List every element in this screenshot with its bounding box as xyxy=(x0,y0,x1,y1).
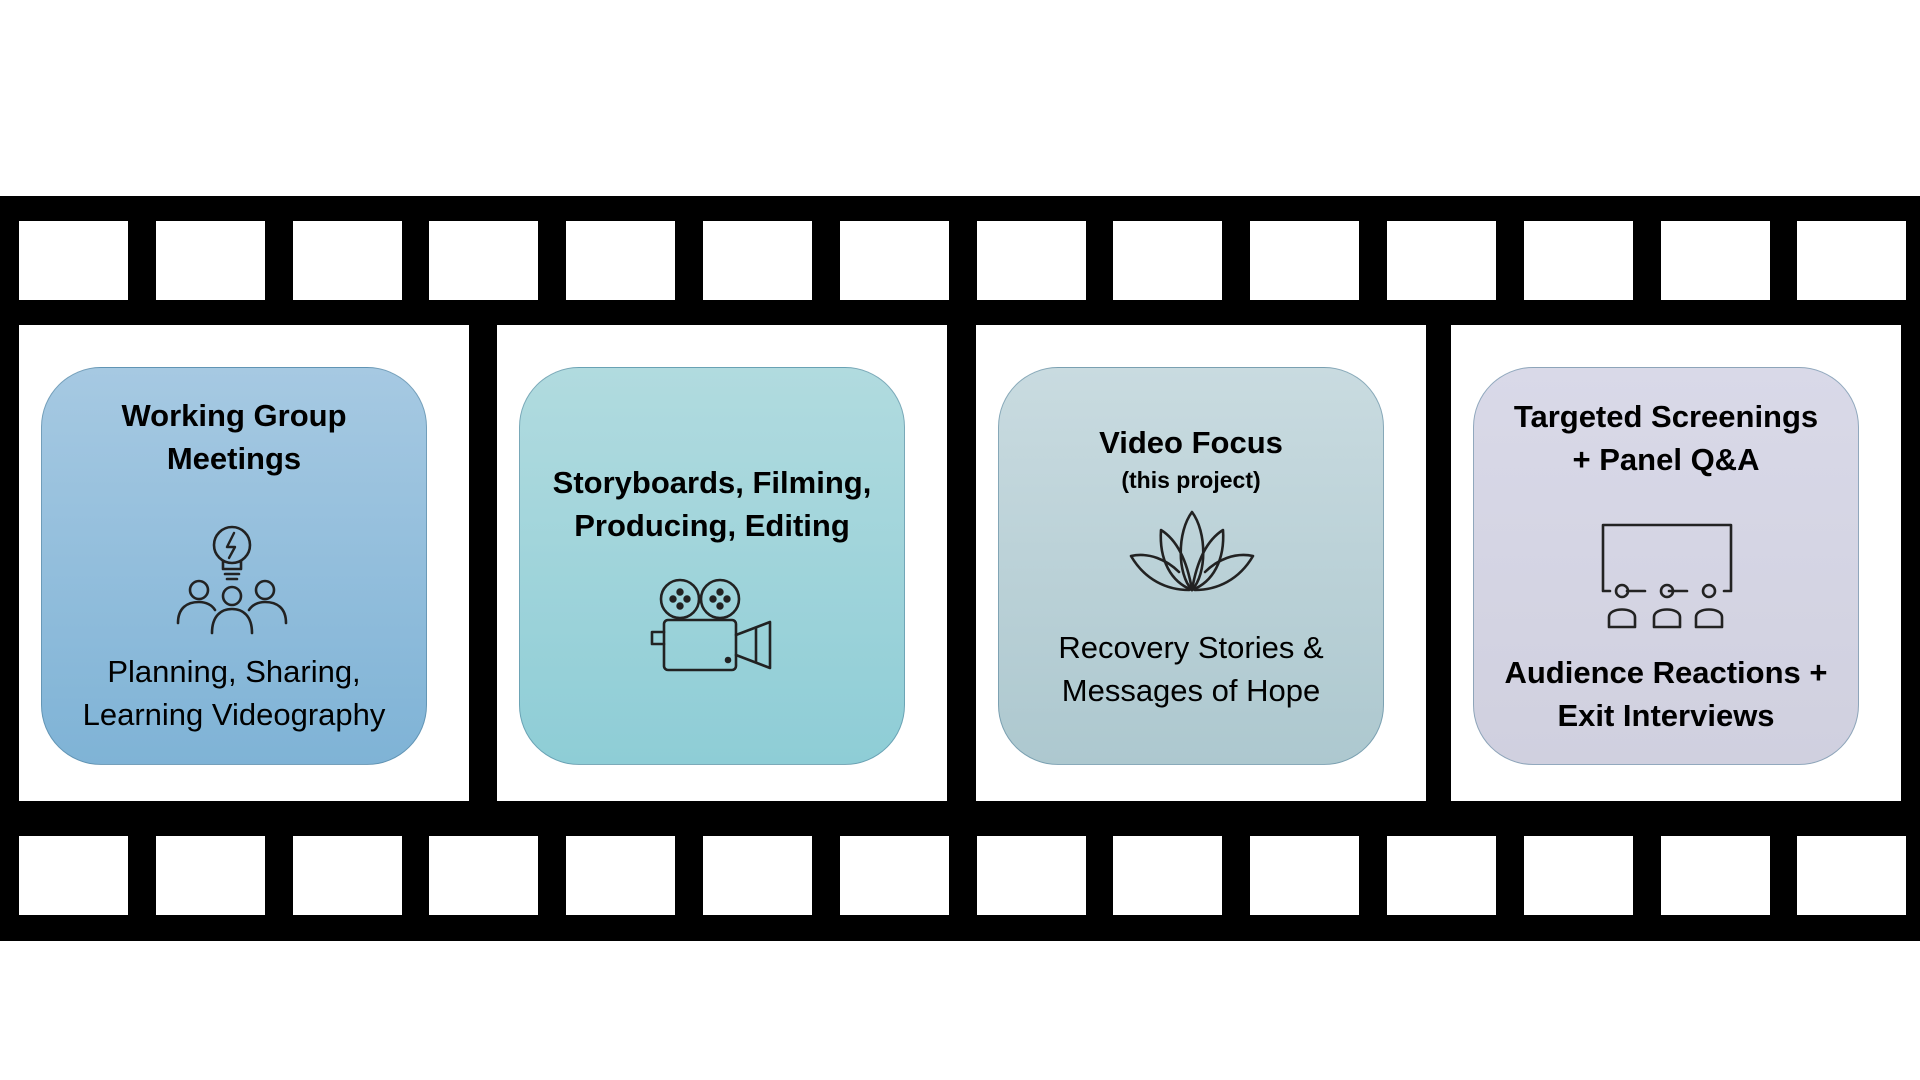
stage-card-working-group: Working Group Meetings Planning, Sharing… xyxy=(41,367,427,765)
stage-card-production: Storyboards, Filming, Producing, Editing xyxy=(519,367,905,765)
film-frame-2: Storyboards, Filming, Producing, Editing xyxy=(497,325,947,801)
sprocket-hole-bottom-4 xyxy=(429,836,538,915)
sprocket-hole-top-10 xyxy=(1250,221,1359,300)
movie-camera-icon xyxy=(650,578,772,672)
card-title: Working Group Meetings xyxy=(121,398,347,476)
sprocket-hole-top-13 xyxy=(1661,221,1770,300)
card-title: Video Focus xyxy=(1099,425,1283,460)
sprocket-hole-top-3 xyxy=(293,221,402,300)
sprocket-hole-bottom-3 xyxy=(293,836,402,915)
sprocket-hole-bottom-8 xyxy=(977,836,1086,915)
sprocket-hole-bottom-12 xyxy=(1524,836,1633,915)
stage-card-screenings: Targeted Screenings + Panel Q&A Audience… xyxy=(1473,367,1859,765)
group-lightbulb-icon xyxy=(176,525,288,635)
sprocket-hole-top-5 xyxy=(566,221,675,300)
sprocket-hole-top-14 xyxy=(1797,221,1906,300)
sprocket-holes-bottom xyxy=(0,836,1920,915)
card-description: Planning, Sharing, Learning Videography xyxy=(82,654,386,732)
sprocket-hole-bottom-6 xyxy=(703,836,812,915)
sprocket-hole-top-2 xyxy=(156,221,265,300)
sprocket-hole-bottom-13 xyxy=(1661,836,1770,915)
sprocket-hole-bottom-2 xyxy=(156,836,265,915)
sprocket-hole-bottom-5 xyxy=(566,836,675,915)
card-description: Recovery Stories & Messages of Hope xyxy=(1058,630,1324,708)
card-description: Audience Reactions + Exit Interviews xyxy=(1504,655,1828,733)
sprocket-hole-top-12 xyxy=(1524,221,1633,300)
sprocket-hole-top-1 xyxy=(19,221,128,300)
sprocket-hole-top-4 xyxy=(429,221,538,300)
card-title: Targeted Screenings + Panel Q&A xyxy=(1513,399,1819,477)
sprocket-hole-bottom-14 xyxy=(1797,836,1906,915)
sprocket-hole-bottom-9 xyxy=(1113,836,1222,915)
sprocket-hole-top-7 xyxy=(840,221,949,300)
lotus-icon xyxy=(1129,510,1255,592)
sprocket-hole-top-8 xyxy=(977,221,1086,300)
sprocket-hole-top-9 xyxy=(1113,221,1222,300)
screening-audience-icon xyxy=(1601,523,1733,629)
sprocket-hole-bottom-7 xyxy=(840,836,949,915)
sprocket-hole-bottom-10 xyxy=(1250,836,1359,915)
card-title: Storyboards, Filming, Producing, Editing xyxy=(552,465,872,543)
sprocket-hole-bottom-11 xyxy=(1387,836,1496,915)
film-frame-4: Targeted Screenings + Panel Q&A Audience… xyxy=(1451,325,1901,801)
sprocket-hole-top-11 xyxy=(1387,221,1496,300)
film-frame-3: Video Focus (this project) Recovery Stor… xyxy=(976,325,1426,801)
sprocket-hole-bottom-1 xyxy=(19,836,128,915)
sprocket-holes-top xyxy=(0,221,1920,300)
film-strip: Working Group Meetings Planning, Sharing… xyxy=(0,196,1920,941)
card-subtitle: (this project) xyxy=(1121,467,1261,493)
film-frame-1: Working Group Meetings Planning, Sharing… xyxy=(19,325,469,801)
stage-card-video-focus: Video Focus (this project) Recovery Stor… xyxy=(998,367,1384,765)
sprocket-hole-top-6 xyxy=(703,221,812,300)
